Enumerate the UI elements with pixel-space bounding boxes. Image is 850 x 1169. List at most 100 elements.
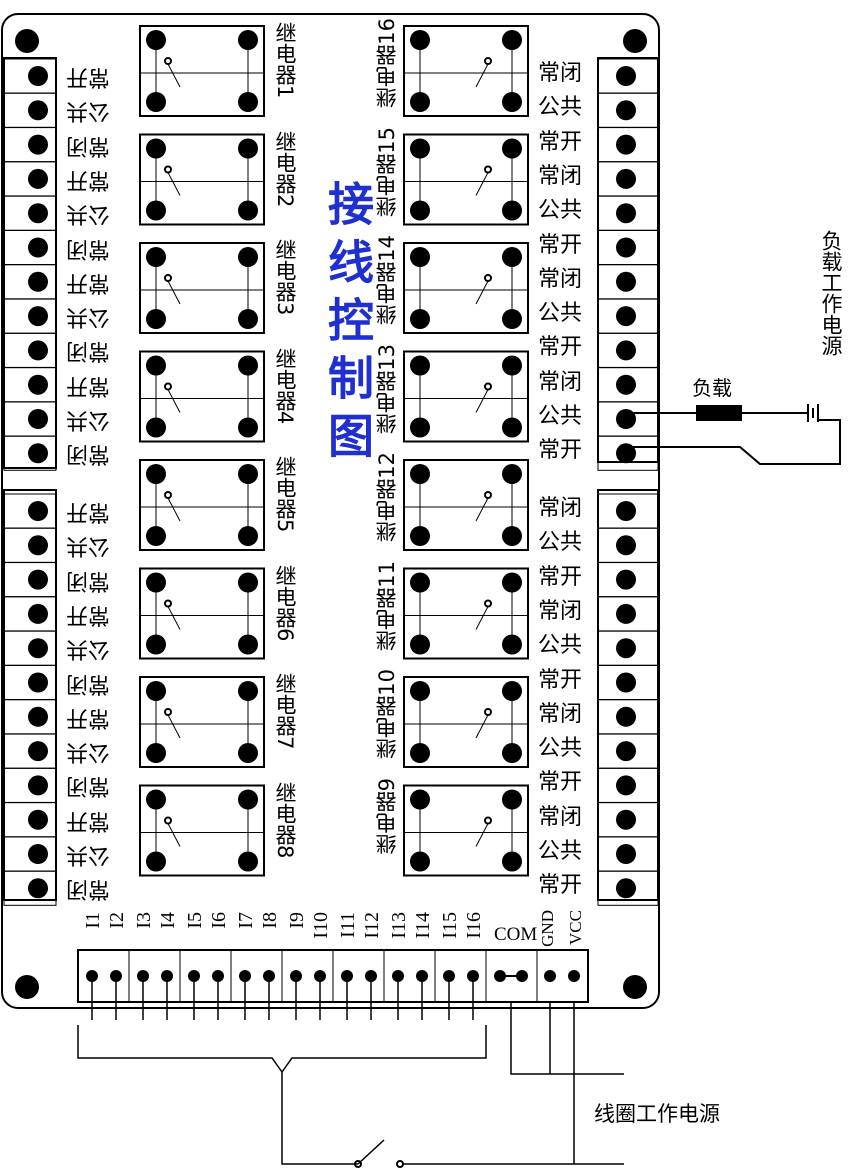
mounting-hole [15, 975, 39, 999]
relay-contact [164, 816, 172, 825]
relay-contact [484, 708, 492, 716]
relay-contact [164, 165, 172, 174]
relay-body [139, 459, 265, 551]
terminal-screw [616, 66, 636, 86]
terminal-screw [616, 203, 636, 224]
terminal-screw [616, 443, 636, 464]
terminal-screw [28, 340, 48, 361]
relay-body [403, 25, 529, 117]
relay-body [403, 567, 529, 660]
terminal-screw [616, 340, 636, 361]
terminal-screw [28, 306, 48, 327]
relay-switch [167, 606, 181, 630]
terminal-cell [3, 870, 57, 906]
terminal-cell [3, 435, 57, 471]
relay-contact [164, 57, 172, 65]
relay-switch [475, 497, 489, 522]
terminal-screw [616, 271, 636, 292]
relay-body [139, 567, 265, 660]
terminal-screw [28, 501, 48, 521]
terminal-screw [28, 271, 48, 292]
relay-body [403, 242, 529, 334]
terminal-screw [28, 603, 48, 624]
relay-contact [484, 274, 492, 282]
relay-body [139, 676, 265, 768]
terminal-screw [28, 741, 48, 762]
terminal-screw [28, 535, 48, 556]
terminal-screw [28, 878, 48, 899]
terminal-screw [616, 374, 636, 395]
terminal-screw [28, 706, 48, 727]
switch-contact [354, 1160, 362, 1168]
terminal-screw [616, 638, 636, 659]
terminal-screw [28, 66, 48, 86]
mounting-hole [623, 29, 647, 53]
relay-switch [475, 606, 489, 630]
relay-body [139, 25, 265, 117]
relay-switch [475, 714, 489, 739]
relay-switch [167, 280, 181, 305]
relay-contact [164, 491, 172, 499]
terminal-screw [28, 638, 48, 659]
terminal-screw [28, 374, 48, 395]
relay-switch [167, 497, 181, 522]
relay-contact [484, 382, 492, 391]
switch-blade [357, 1139, 385, 1165]
relay-body [139, 350, 265, 443]
switch-contact [396, 1160, 404, 1168]
terminal-screw [616, 844, 636, 864]
relay-switch [475, 172, 489, 196]
terminal-screw [28, 672, 48, 693]
terminal-screw [616, 706, 636, 727]
terminal-screw [616, 741, 636, 762]
relay-body [403, 133, 529, 226]
relay-switch [167, 63, 181, 88]
input-bracket [77, 1025, 487, 1074]
relay-body [403, 784, 529, 877]
relay-switch [475, 280, 489, 305]
terminal-screw [28, 409, 48, 429]
relay-contact [164, 708, 172, 716]
terminal-screw [616, 569, 636, 590]
terminal-screw [616, 672, 636, 693]
relay-contact [484, 599, 492, 608]
left-terminal-block [3, 57, 57, 469]
mounting-hole [15, 29, 39, 53]
relay-contact [484, 491, 492, 499]
relay-switch [167, 823, 181, 847]
com-wire [510, 1002, 624, 1075]
terminal-screw [28, 443, 48, 464]
terminal-screw [616, 306, 636, 327]
board-outline [1, 13, 660, 1009]
terminal-screw [616, 100, 636, 121]
relay-body [403, 676, 529, 768]
terminal-screw [616, 809, 636, 830]
relay-contact [484, 57, 492, 65]
relay-body [403, 350, 529, 443]
terminal-screw [28, 844, 48, 864]
relay-contact [164, 274, 172, 282]
terminal-cell [597, 435, 659, 471]
power-screw [568, 970, 580, 982]
terminal-screw [616, 603, 636, 624]
relay-contact [164, 382, 172, 391]
left-terminal-block [3, 489, 57, 901]
terminal-screw [28, 809, 48, 830]
power-screw [544, 970, 556, 982]
terminal-screw [28, 134, 48, 155]
load-return-wire [626, 419, 841, 465]
terminal-screw [616, 168, 636, 189]
terminal-screw [616, 134, 636, 155]
relay-switch [167, 172, 181, 196]
terminal-screw [28, 569, 48, 590]
load-symbol [696, 405, 742, 421]
relay-switch [475, 389, 489, 413]
terminal-cell [597, 870, 659, 906]
mounting-hole [623, 975, 647, 999]
switch-wire [281, 1072, 358, 1165]
relay-switch [167, 389, 181, 413]
relay-body [403, 459, 529, 551]
terminal-screw [616, 237, 636, 258]
terminal-screw [28, 203, 48, 224]
